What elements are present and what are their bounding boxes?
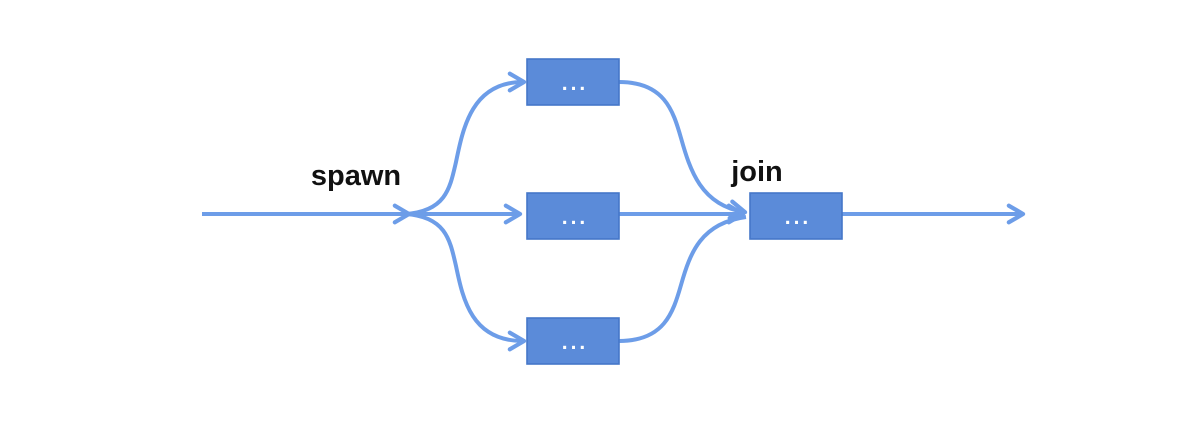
- join-node-box: [749, 192, 843, 240]
- spawn-branch-top-arrow: [405, 71, 527, 216]
- join-node-label: ...: [785, 206, 812, 229]
- join-branch-bottom-arrow: [618, 215, 747, 343]
- spawn-label: spawn: [311, 160, 401, 192]
- task-node-middle-label: ...: [562, 206, 589, 229]
- task-node-middle-box: [526, 192, 620, 240]
- join-branch-top-arrow: [618, 80, 748, 221]
- join-node: ...: [749, 192, 843, 240]
- task-node-bottom: ...: [526, 317, 620, 365]
- task-node-top: ...: [526, 58, 620, 106]
- join-label: join: [730, 156, 783, 188]
- task-node-top-box: [526, 58, 620, 106]
- spawn-branch-bottom-arrow: [405, 212, 527, 352]
- task-node-middle: ...: [526, 192, 620, 240]
- task-node-top-label: ...: [562, 72, 589, 95]
- task-node-bottom-label: ...: [562, 331, 589, 354]
- task-node-bottom-box: [526, 317, 620, 365]
